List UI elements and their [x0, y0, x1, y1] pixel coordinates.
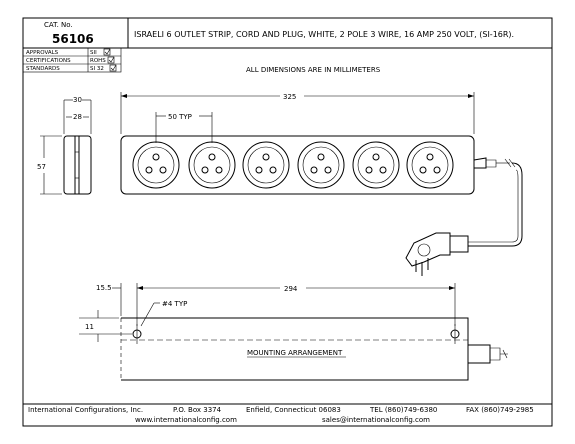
dim-pitch: 50 TYP	[168, 113, 192, 121]
outlet	[132, 141, 180, 189]
approvals-check-icon	[104, 48, 111, 55]
standards-value: SI 32	[90, 66, 104, 72]
outlet	[242, 141, 290, 189]
power-cord	[468, 157, 523, 247]
website: www.internationalconfig.com	[135, 416, 237, 424]
approvals-label: APPROVALS	[26, 50, 59, 56]
certifications-check-icon	[108, 56, 115, 63]
outlet	[297, 141, 345, 189]
approvals-checkbox	[103, 48, 111, 56]
units-note: ALL DIMENSIONS ARE IN MILLIMETERS	[246, 66, 381, 74]
dim-side-depth: 30	[73, 96, 82, 104]
standards-check-icon	[110, 64, 117, 71]
outlet-strip-view: 325 50 TYP	[120, 92, 523, 276]
plug-icon	[405, 232, 469, 276]
title-block: CAT. No. 56106 ISRAELI 6 OUTLET STRIP, C…	[22, 18, 552, 73]
side-view: 30 28 57	[37, 96, 92, 195]
approvals-value: SII	[90, 50, 97, 56]
dim-mount-height: 11	[85, 323, 94, 331]
hole-callout: #4 TYP	[162, 300, 187, 308]
dim-side-inner: 28	[73, 113, 82, 121]
fax: FAX (860)749-2985	[466, 406, 534, 414]
certifications-label: CERTIFICATIONS	[26, 58, 71, 64]
dim-overall-width: 325	[283, 93, 296, 101]
standards-label: STANDARDS	[26, 66, 60, 72]
dim-height: 57	[37, 163, 46, 171]
email: sales@internationalconfig.com	[322, 416, 430, 424]
cat-number: 56106	[52, 32, 94, 46]
sheet-border	[22, 17, 553, 427]
company-name: International Configurations, Inc.	[28, 406, 143, 414]
certifications-checkbox	[107, 56, 115, 64]
outlet	[352, 141, 400, 189]
mounting-title: MOUNTING ARRANGEMENT	[247, 349, 343, 357]
city: Enfield, Connecticut 06083	[246, 406, 341, 414]
cat-label: CAT. No.	[44, 21, 73, 29]
dim-mount-offset: 15.5	[96, 284, 112, 292]
dim-mount-spacing: 294	[284, 285, 298, 293]
telephone: TEL (860)749-6380	[369, 406, 437, 414]
mounting-hole-icon	[450, 324, 460, 344]
standards-checkbox	[109, 64, 117, 72]
po-box: P.O. Box 3374	[173, 406, 222, 414]
mounting-hole-icon	[132, 324, 142, 344]
footer: International Configurations, Inc. P.O. …	[23, 403, 552, 424]
outlet	[188, 141, 236, 189]
outlet	[406, 141, 454, 189]
product-description: ISRAELI 6 OUTLET STRIP, CORD AND PLUG, W…	[134, 30, 514, 39]
mounting-view: 15.5 294 #4 TYP 11 MOUNTING ARRANGEMENT	[79, 283, 508, 381]
certifications-value: ROHS	[90, 58, 106, 64]
